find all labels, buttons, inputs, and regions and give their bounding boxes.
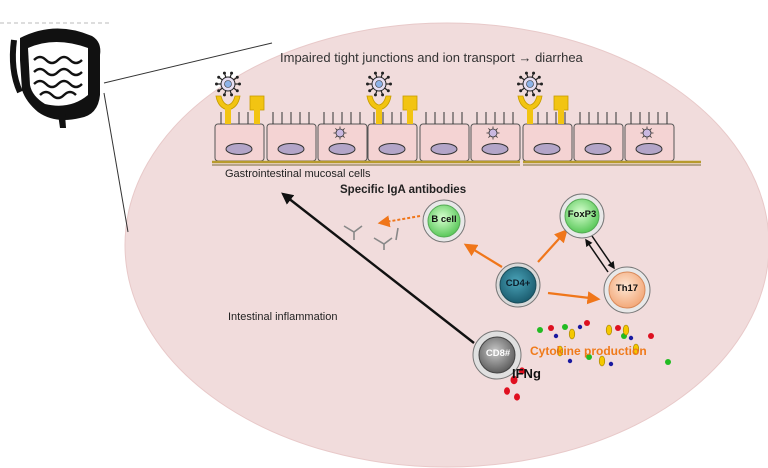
epithelium [212, 112, 701, 166]
cd8-cell [472, 330, 522, 380]
virus-icon [517, 71, 543, 97]
mucosal-cells-label: Gastrointestinal mucosal cells [225, 168, 371, 180]
epithelial-cell [419, 112, 470, 162]
virus-icon [366, 71, 392, 97]
intestine-icon [9, 28, 101, 128]
cd8-to-epithelium-arrow [281, 192, 475, 344]
cd4-label: CD4+ [505, 278, 531, 289]
antibody-icon [343, 225, 399, 250]
epithelial-cells [214, 112, 675, 162]
th17-cell [603, 266, 651, 314]
cytokine-particles [537, 320, 671, 367]
cd4-to-th17-arrow [547, 291, 601, 305]
receptor-icon [366, 71, 418, 124]
zoom-line-top [103, 42, 273, 84]
cytokine-label: Cytokine production [530, 344, 647, 358]
receptor-icon [215, 71, 265, 124]
epithelial-cell [573, 112, 624, 162]
virus-icon [640, 126, 654, 140]
epithelial-cell [266, 112, 317, 162]
cd4-to-bcell-arrow [463, 243, 503, 268]
epithelial-cell [624, 112, 675, 162]
diagram-title: Impaired tight junctions and ion transpo… [280, 50, 583, 65]
bcell-to-iga-arrow [377, 215, 421, 228]
foxp3-to-th17-arrow [591, 235, 615, 270]
bcell-label: B cell [431, 214, 457, 225]
th17-to-foxp3-arrow [585, 238, 609, 273]
epithelial-cell [317, 112, 368, 162]
epithelial-cell [367, 112, 418, 162]
zoom-line-bottom [103, 92, 129, 233]
epithelial-cell [522, 112, 573, 162]
foxp3-cell [559, 193, 605, 239]
zoom-oval [124, 22, 768, 468]
bcell [422, 199, 466, 243]
cd4-to-foxp3-arrow [537, 229, 568, 263]
ifng-label: IFNg [512, 366, 541, 381]
ifng-particles [504, 367, 525, 401]
foxp3-label: FoxP3 [567, 209, 597, 220]
th17-label: Th17 [615, 283, 639, 294]
epithelial-cell [470, 112, 521, 162]
virus-icon [333, 126, 347, 140]
virus-icon [486, 126, 500, 140]
cd8-label: CD8# [485, 348, 511, 359]
cd4-cell [495, 262, 541, 308]
inflammation-label: Intestinal inflammation [228, 311, 338, 323]
receptor-icon [517, 71, 569, 124]
iga-label: Specific IgA antibodies [340, 184, 467, 196]
virus-icon [215, 71, 241, 97]
